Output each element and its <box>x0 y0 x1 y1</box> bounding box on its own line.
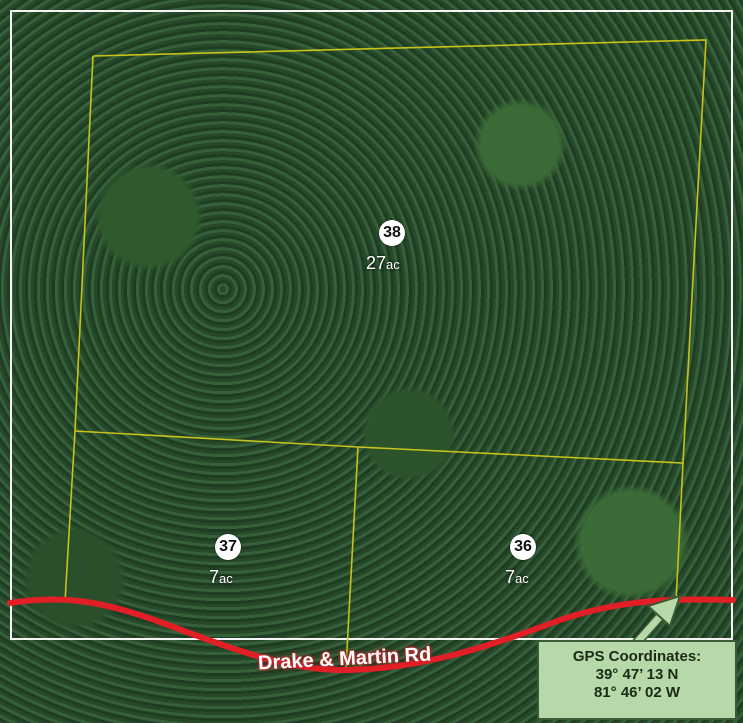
parcel-37-left-boundary <box>64 430 76 603</box>
parcel-37-acres-unit: ac <box>219 571 233 586</box>
road-line <box>7 596 736 674</box>
parcel-37-acres: 7ac <box>209 567 233 588</box>
gps-callout: GPS Coordinates: 39° 47’ 13 N 81° 46’ 02… <box>537 640 737 720</box>
parcel-36-acres: 7ac <box>505 567 529 588</box>
parcel-divider-37-36 <box>345 446 359 669</box>
gps-longitude: 81° 46’ 02 W <box>593 684 681 701</box>
parcel-36-right-boundary <box>675 462 684 603</box>
parcel-38-boundary <box>74 39 707 464</box>
parcel-38-number: 38 <box>379 220 405 246</box>
parcel-38-acres-unit: ac <box>386 257 400 272</box>
map-frame <box>10 10 733 640</box>
gps-title: GPS Coordinates: <box>572 648 702 665</box>
gps-latitude: 39° 47’ 13 N <box>595 666 679 683</box>
parcel-37-acres-value: 7 <box>209 567 220 587</box>
parcel-36-acres-unit: ac <box>515 571 529 586</box>
parcel-36-number: 36 <box>510 534 536 560</box>
parcel-38-acres-value: 27 <box>366 253 387 273</box>
parcel-37-number: 37 <box>215 534 241 560</box>
parcel-36-acres-value: 7 <box>505 567 516 587</box>
parcel-38-acres: 27ac <box>366 253 400 274</box>
gps-arrow-head <box>646 594 682 628</box>
